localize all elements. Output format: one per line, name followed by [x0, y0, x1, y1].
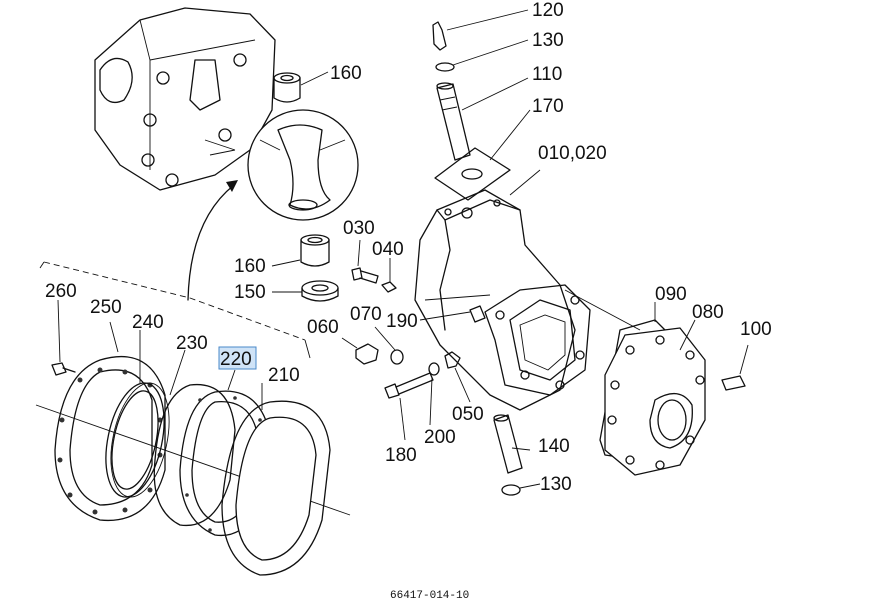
end-cover-250 [54, 321, 166, 522]
callout-260: 260 [45, 281, 77, 302]
seal-ring-240 [105, 330, 170, 498]
callout-010-020: 010,020 [538, 143, 607, 164]
pin-190 [419, 305, 486, 323]
callout-220: 220 [220, 349, 252, 370]
washer-200 [428, 362, 440, 426]
callout-220-highlight [218, 346, 257, 370]
magnified-detail [247, 109, 359, 221]
o-ring-130-lower [501, 483, 541, 496]
bolt-030 [351, 239, 379, 284]
callout-160-lower: 160 [234, 256, 266, 277]
callout-150: 150 [234, 282, 266, 303]
grease-nipple-120 [432, 9, 529, 51]
nut-040 [381, 258, 397, 293]
group-bracket [39, 261, 311, 359]
plug-050 [444, 351, 471, 403]
bushing-160-upper [273, 71, 329, 103]
callout-100: 100 [740, 319, 772, 340]
shaft-140 [493, 414, 531, 474]
axis-line-right [564, 289, 641, 331]
callout-130-lower: 130 [540, 474, 572, 495]
washer-070 [374, 326, 404, 365]
drawing-number: 66417-014-10 [390, 590, 469, 602]
callout-120: 120 [532, 0, 564, 21]
callout-050: 050 [452, 404, 484, 425]
callout-110: 110 [532, 64, 562, 85]
pin-110 [436, 77, 529, 161]
callout-200: 200 [424, 427, 456, 448]
callout-160-upper: 160 [330, 63, 362, 84]
curved-arrow [187, 180, 238, 301]
callout-130-upper: 130 [532, 30, 564, 51]
callout-230: 230 [176, 333, 208, 354]
oil-seal-150 [272, 280, 339, 302]
o-ring-230 [153, 349, 236, 527]
callout-240: 240 [132, 312, 164, 333]
plug-060 [341, 337, 379, 365]
callout-170: 170 [532, 96, 564, 117]
callout-140: 140 [538, 436, 570, 457]
o-ring-130-upper [435, 39, 529, 72]
callout-080: 080 [692, 302, 724, 323]
callout-250: 250 [90, 297, 122, 318]
bolt-180 [384, 372, 434, 441]
callout-190: 190 [386, 311, 418, 332]
bushing-160-lower [271, 234, 330, 267]
cover-080 [604, 319, 706, 476]
callout-040: 040 [372, 239, 404, 260]
callout-070: 070 [350, 304, 382, 325]
bolt-100 [721, 344, 749, 391]
main-housing-010-020 [414, 169, 591, 411]
callout-090: 090 [655, 284, 687, 305]
bolt-260 [51, 299, 76, 376]
callout-210: 210 [268, 365, 300, 386]
callout-060: 060 [307, 317, 339, 338]
callout-030: 030 [343, 218, 375, 239]
callout-180: 180 [385, 445, 417, 466]
gasket-170 [434, 109, 531, 201]
gasket-210 [221, 383, 331, 576]
